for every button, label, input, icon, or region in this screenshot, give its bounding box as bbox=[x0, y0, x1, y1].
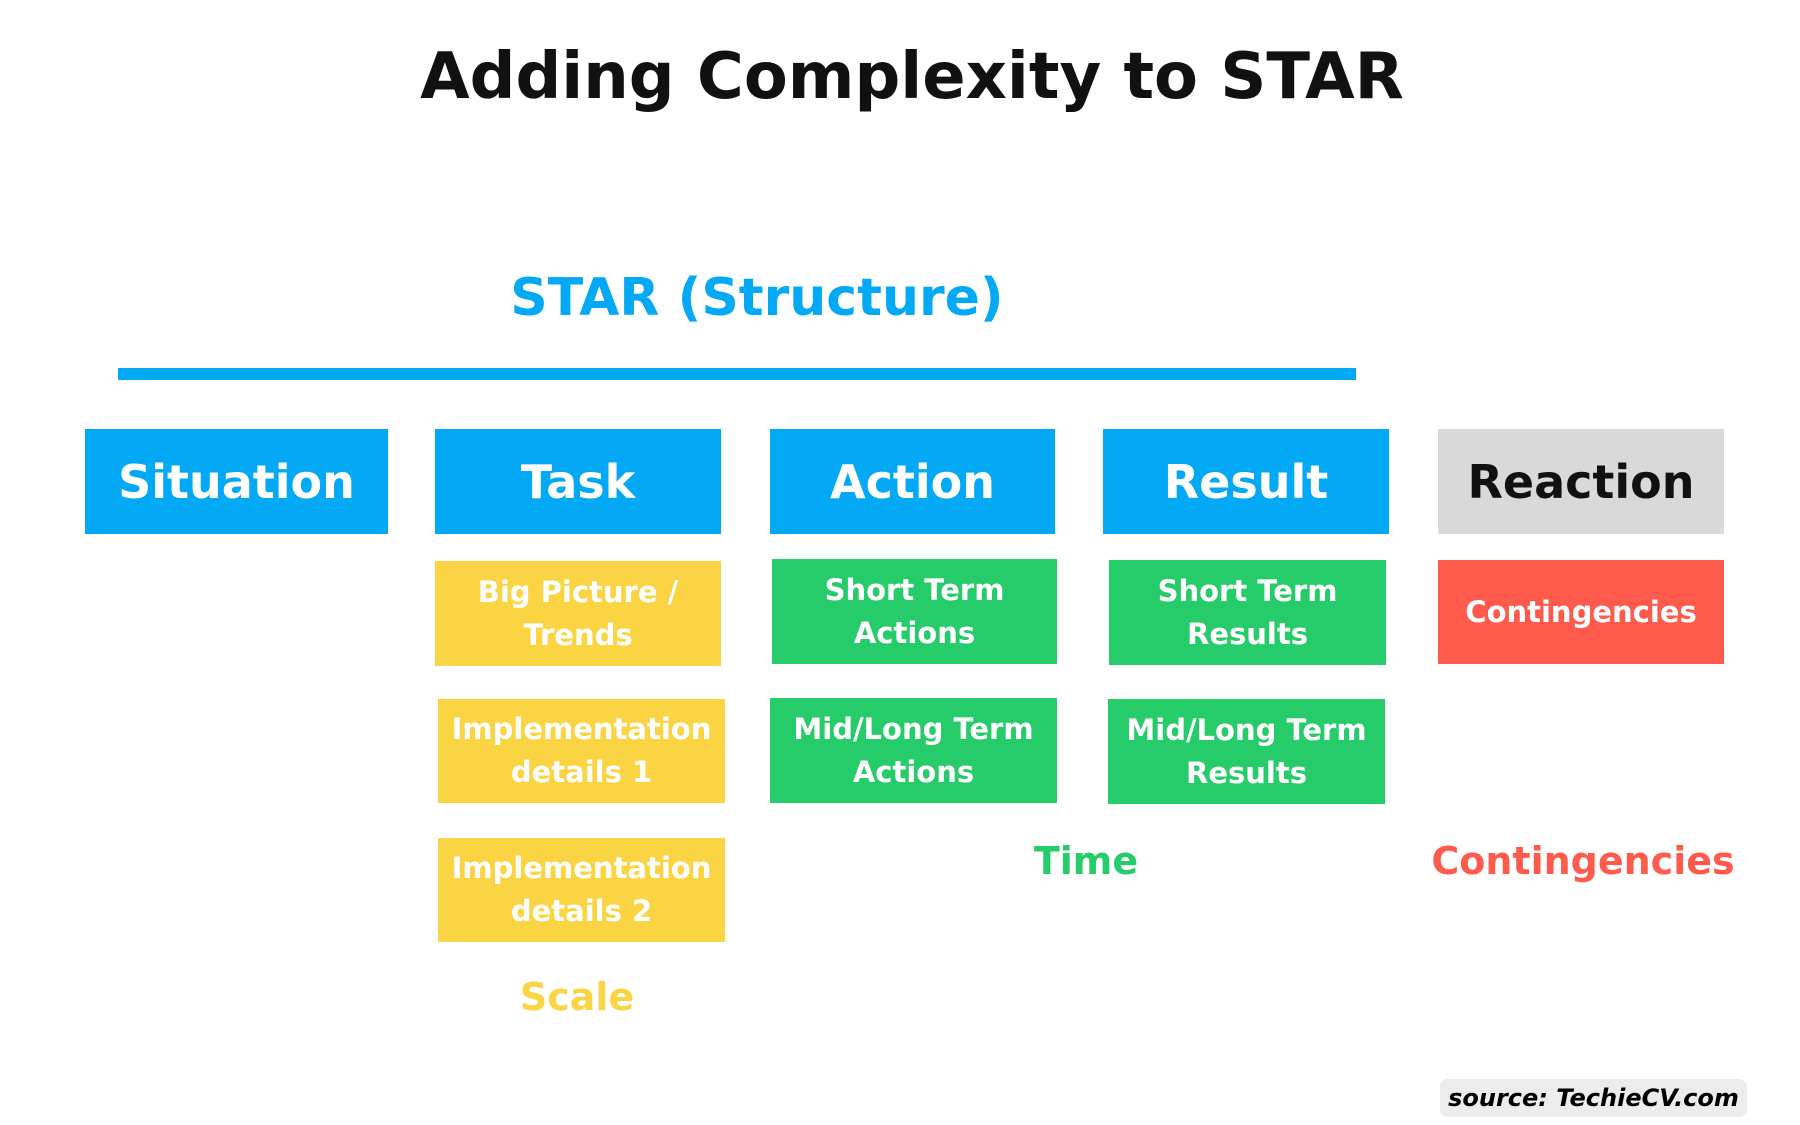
implementation-details-2-box: Implementation details 2 bbox=[438, 838, 725, 942]
mid-long-term-actions-box: Mid/Long Term Actions bbox=[770, 698, 1057, 803]
time-label: Time bbox=[1033, 839, 1139, 883]
reaction-header: Reaction bbox=[1438, 429, 1724, 534]
source-badge: source: TechieCV.com bbox=[1440, 1079, 1747, 1117]
contingencies-label: Contingencies bbox=[1431, 839, 1735, 883]
star-structure-heading: STAR (Structure) bbox=[510, 268, 1004, 328]
contingencies-box: Contingencies bbox=[1438, 560, 1724, 664]
action-header: Action bbox=[770, 429, 1055, 534]
page-title: Adding Complexity to STAR bbox=[420, 40, 1404, 114]
mid-long-term-results-box: Mid/Long Term Results bbox=[1108, 699, 1385, 804]
scale-label: Scale bbox=[519, 975, 635, 1019]
big-picture-box: Big Picture / Trends bbox=[435, 561, 721, 666]
short-term-results-box: Short Term Results bbox=[1109, 560, 1386, 665]
short-term-actions-box: Short Term Actions bbox=[772, 559, 1057, 664]
situation-header: Situation bbox=[85, 429, 388, 534]
implementation-details-1-box: Implementation details 1 bbox=[438, 699, 725, 803]
structure-divider-line bbox=[118, 368, 1356, 380]
task-header: Task bbox=[435, 429, 721, 534]
result-header: Result bbox=[1103, 429, 1389, 534]
